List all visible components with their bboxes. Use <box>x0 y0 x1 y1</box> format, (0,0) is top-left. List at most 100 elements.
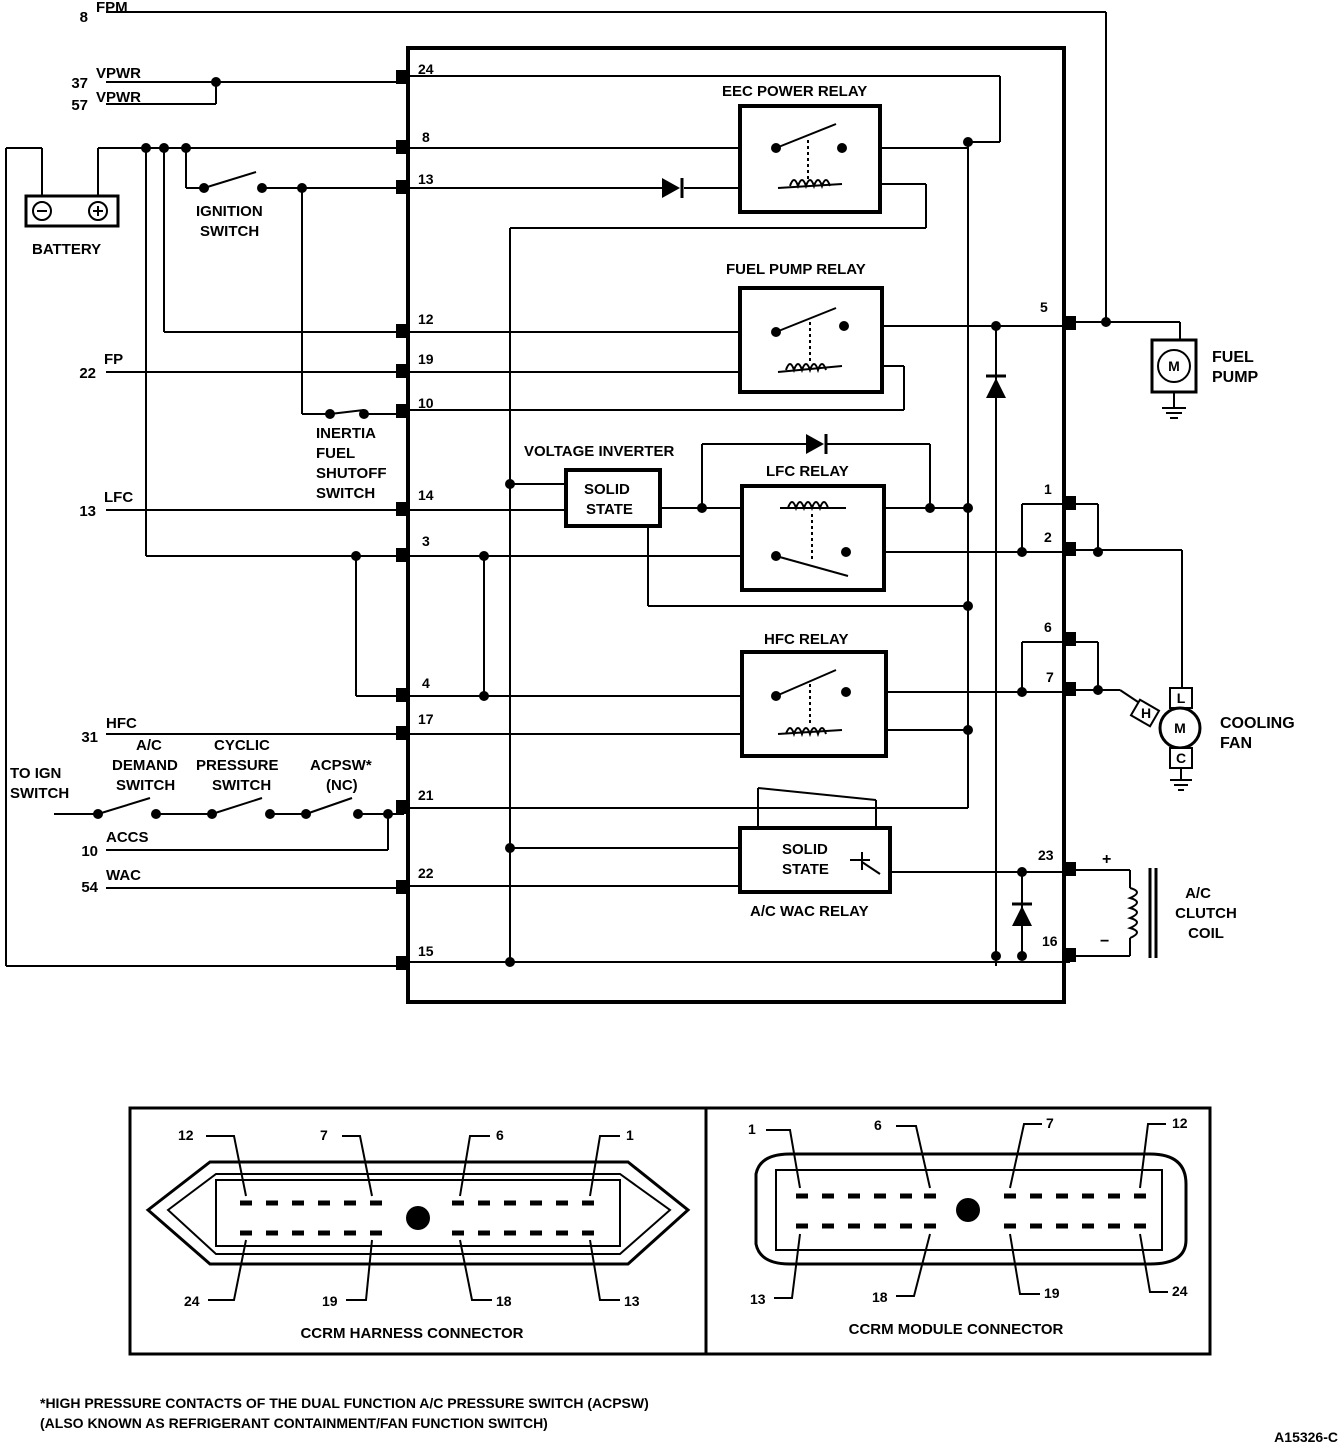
svg-text:IGNITION: IGNITION <box>196 203 263 220</box>
svg-text:3: 3 <box>422 533 430 549</box>
svg-text:4: 4 <box>422 675 430 691</box>
svg-text:FUEL: FUEL <box>1212 349 1254 366</box>
svg-text:24: 24 <box>1172 1283 1188 1299</box>
cooling-fan-label: COOLING FAN <box>1220 715 1295 752</box>
hfc-num: 31 <box>81 729 98 746</box>
hfc-label: HFC <box>106 715 137 732</box>
battery-symbol <box>24 194 120 228</box>
solid-state-1-label: SOLID STATE <box>584 481 633 518</box>
wac-relay-label: A/C WAC RELAY <box>750 903 869 920</box>
svg-text:SWITCH: SWITCH <box>10 785 69 802</box>
vpwr1-num: 37 <box>71 75 88 92</box>
fuel-pump-relay-label: FUEL PUMP RELAY <box>726 261 866 278</box>
acpsw-label: ACPSW* (NC) <box>310 757 372 794</box>
cooling-fan-h: H <box>1141 705 1151 721</box>
vpwr2-num: 57 <box>71 97 88 114</box>
svg-text:PRESSURE: PRESSURE <box>196 757 279 774</box>
svg-text:10: 10 <box>418 395 434 411</box>
ignition-switch-label: IGNITION SWITCH <box>196 203 263 240</box>
svg-text:(NC): (NC) <box>326 777 358 794</box>
svg-text:1: 1 <box>1044 481 1052 497</box>
harness-pin-labels: 12 7 6 1 24 19 18 13 <box>178 1127 640 1309</box>
svg-text:7: 7 <box>320 1127 328 1143</box>
battery-label: BATTERY <box>32 241 101 258</box>
cyclic-switch-label: CYCLIC PRESSURE SWITCH <box>196 737 279 794</box>
svg-text:STATE: STATE <box>782 861 829 878</box>
clutch-plus: + <box>1102 851 1111 868</box>
ac-clutch-label: A/C CLUTCH COIL <box>1175 885 1237 942</box>
svg-text:1: 1 <box>626 1127 634 1143</box>
fuel-pump-label: FUEL PUMP <box>1212 349 1259 386</box>
svg-text:FUEL: FUEL <box>316 445 355 462</box>
svg-text:16: 16 <box>1042 933 1058 949</box>
accs-label: ACCS <box>106 829 149 846</box>
footnote-line-1: *HIGH PRESSURE CONTACTS OF THE DUAL FUNC… <box>40 1395 649 1411</box>
diode-symbols <box>662 178 1032 926</box>
svg-text:17: 17 <box>418 711 434 727</box>
module-pin-labels: 1 6 7 12 13 18 19 24 <box>748 1115 1188 1307</box>
solid-state-2-label: SOLID STATE <box>782 841 829 878</box>
harness-connector <box>145 1135 691 1301</box>
svg-text:12: 12 <box>1172 1115 1188 1131</box>
hfc-relay <box>740 650 888 758</box>
svg-text:SOLID: SOLID <box>584 481 630 498</box>
inertia-switch-label: INERTIA FUEL SHUTOFF SWITCH <box>316 425 387 502</box>
lfc-label: LFC <box>104 489 133 506</box>
svg-text:7: 7 <box>1046 669 1054 685</box>
svg-text:15: 15 <box>418 943 434 959</box>
junction-dots-internal <box>479 137 1111 967</box>
svg-text:18: 18 <box>496 1293 512 1309</box>
svg-text:A/C: A/C <box>136 737 162 754</box>
svg-text:COOLING: COOLING <box>1220 715 1295 732</box>
svg-text:8: 8 <box>422 129 430 145</box>
wac-label: WAC <box>106 867 141 884</box>
svg-text:SHUTOFF: SHUTOFF <box>316 465 387 482</box>
svg-text:12: 12 <box>178 1127 194 1143</box>
svg-text:A/C: A/C <box>1185 885 1211 902</box>
svg-text:2: 2 <box>1044 529 1052 545</box>
module-pins <box>396 70 1076 970</box>
svg-text:1: 1 <box>748 1121 756 1137</box>
harness-connector-title: CCRM HARNESS CONNECTOR <box>300 1325 523 1342</box>
svg-text:13: 13 <box>624 1293 640 1309</box>
svg-text:22: 22 <box>418 865 434 881</box>
svg-text:13: 13 <box>750 1291 766 1307</box>
cooling-fan-m: M <box>1174 720 1186 736</box>
clutch-minus: − <box>1100 933 1109 950</box>
svg-text:STATE: STATE <box>586 501 633 518</box>
footnote-line-2: (ALSO KNOWN AS REFRIGERANT CONTAINMENT/F… <box>40 1415 548 1431</box>
to-ign-switch-label: TO IGN SWITCH <box>10 765 69 802</box>
cooling-fan-c: C <box>1176 750 1186 766</box>
svg-text:INERTIA: INERTIA <box>316 425 376 442</box>
svg-text:5: 5 <box>1040 299 1048 315</box>
svg-text:14: 14 <box>418 487 434 503</box>
svg-text:6: 6 <box>496 1127 504 1143</box>
eec-relay-label: EEC POWER RELAY <box>722 83 867 100</box>
pin-labels: 24 8 13 12 19 10 14 3 4 17 21 22 15 5 1 … <box>418 61 1058 959</box>
svg-text:13: 13 <box>418 171 434 187</box>
wac-num: 54 <box>81 879 98 896</box>
ac-demand-switch-label: A/C DEMAND SWITCH <box>112 737 178 794</box>
cooling-fan-l: L <box>1177 690 1186 706</box>
svg-text:TO IGN: TO IGN <box>10 765 61 782</box>
svg-text:SOLID: SOLID <box>782 841 828 858</box>
fp-num: 22 <box>79 365 96 382</box>
wac-relay-box <box>738 826 892 894</box>
svg-text:SWITCH: SWITCH <box>116 777 175 794</box>
svg-text:COIL: COIL <box>1188 925 1224 942</box>
svg-text:23: 23 <box>1038 847 1054 863</box>
module-connector-title: CCRM MODULE CONNECTOR <box>849 1321 1064 1338</box>
svg-text:FAN: FAN <box>1220 735 1252 752</box>
svg-text:ACPSW*: ACPSW* <box>310 757 372 774</box>
svg-text:CYCLIC: CYCLIC <box>214 737 270 754</box>
junction-dots-left <box>93 77 393 819</box>
figure-id: A15326-C <box>1274 1429 1338 1445</box>
fuel-pump-motor <box>1150 338 1198 419</box>
svg-text:19: 19 <box>1044 1285 1060 1301</box>
lfc-num: 13 <box>79 503 96 520</box>
eec-power-relay <box>738 104 882 214</box>
ac-clutch-coil <box>1127 868 1158 958</box>
svg-text:DEMAND: DEMAND <box>112 757 178 774</box>
svg-text:19: 19 <box>322 1293 338 1309</box>
fp-label: FP <box>104 351 123 368</box>
